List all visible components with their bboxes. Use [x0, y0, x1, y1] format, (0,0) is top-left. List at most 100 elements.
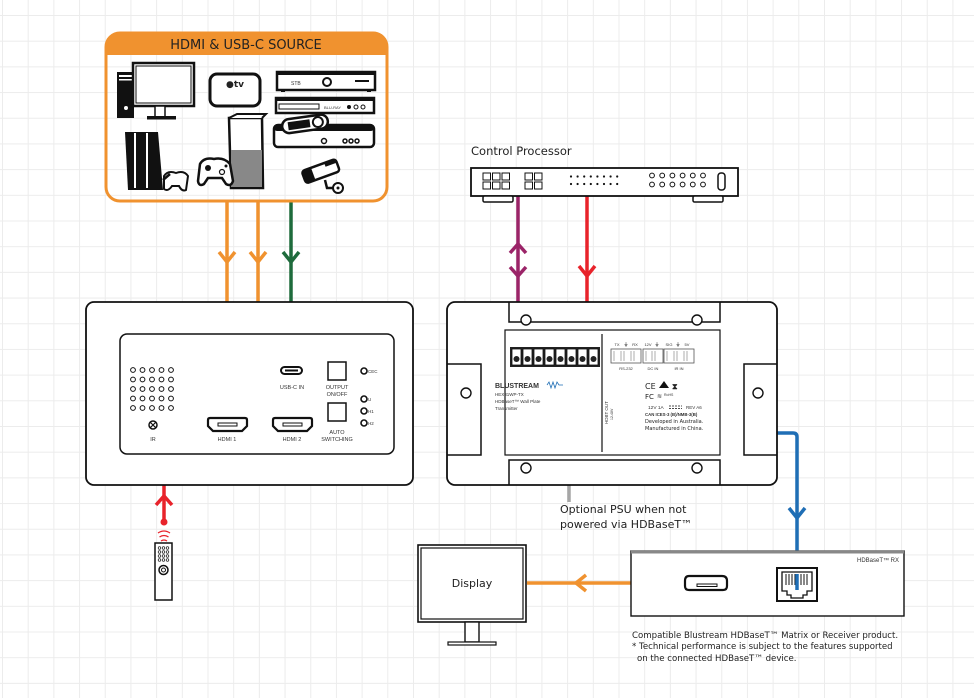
svg-text:SIG: SIG: [666, 342, 673, 347]
port-square: [524, 181, 533, 190]
receiver-hdmi-port: [683, 574, 729, 592]
svg-text:12V: 12V: [644, 342, 651, 347]
rs232-arrow-down-icon: [508, 265, 528, 279]
port-dot: [602, 182, 606, 186]
port-circle: [669, 181, 676, 188]
source-box-title: HDMI & USB-C SOURCE: [170, 38, 322, 53]
terminal-screw: [535, 356, 542, 362]
port-dot: [596, 175, 599, 178]
svg-text:REV A6: REV A6: [686, 405, 702, 410]
hdmi2-port: HDMI 2: [271, 416, 314, 443]
grille-hole: [149, 405, 155, 411]
grille-hole: [168, 395, 174, 402]
svg-text:CEC: CEC: [368, 369, 378, 374]
grille-hole: [130, 376, 136, 383]
svg-text:DC IN: DC IN: [648, 366, 659, 371]
svg-text:ON/OFF: ON/OFF: [327, 392, 348, 398]
pc-computer-icon: [117, 61, 196, 120]
grille-hole: [130, 395, 136, 402]
grille-hole: [158, 376, 165, 383]
svg-text:5V: 5V: [685, 342, 690, 347]
psu-note-line1: Optional PSU when not: [560, 503, 687, 516]
ir-remote-arrow-icon: [154, 493, 174, 507]
rs232-arrow-up-icon: [508, 241, 528, 255]
svg-text:U: U: [368, 397, 371, 402]
hdmi2-arrow-icon: [248, 250, 268, 265]
svg-text:≋: ≋: [657, 394, 662, 400]
playstation-console-icon: [125, 132, 190, 192]
remote-key: [161, 558, 166, 562]
grille-hole: [149, 386, 155, 392]
wallplate-front: IR HDMI 1 HDMI 2 USB-C IN OUTPUT ON/OFF …: [85, 301, 414, 486]
port-circle: [659, 172, 666, 179]
wallplate-back: TX ⏚ RX RS-232 12V ⏚ DC IN SIG ⏚ 5V IR I…: [446, 301, 778, 486]
terminal-screw: [568, 356, 575, 362]
blu-ray-player-icon: BLU-RAY: [274, 96, 376, 115]
svg-text:Transmitter: Transmitter: [495, 406, 518, 411]
svg-text:H1: H1: [368, 409, 374, 414]
grille-hole: [168, 386, 174, 392]
hdbaset-receiver: HDBaseT™ RX Compatible Blustream HDBaseT…: [630, 550, 905, 664]
port-dot: [569, 175, 573, 178]
port-square: [534, 181, 543, 190]
svg-text:TX: TX: [614, 342, 619, 347]
ir-in-connector: SIG ⏚ 5V IR IN: [663, 341, 695, 371]
port-dot: [576, 175, 579, 178]
svg-text:⧗: ⧗: [672, 382, 678, 391]
svg-text:12V 1A: 12V 1A: [648, 405, 665, 411]
grille-hole: [149, 395, 155, 402]
output-onoff-button[interactable]: [327, 361, 347, 381]
grille-hole: [168, 367, 174, 373]
svg-text:USB-C IN: USB-C IN: [280, 385, 304, 391]
svg-text:⏚: ⏚: [655, 341, 660, 348]
hdbaset-arrow-icon: [787, 506, 807, 521]
control-processor-ports: [482, 172, 706, 190]
set-top-box-icon: STB: [275, 70, 377, 92]
grille-hole: [168, 376, 174, 383]
port-dot: [609, 182, 612, 186]
port-circle: [700, 181, 706, 188]
port-circle: [649, 172, 655, 179]
port-dot: [616, 182, 619, 186]
svg-text:AUTO: AUTO: [329, 430, 345, 436]
receiver-note-3: on the connected HDBaseT™ device.: [637, 654, 797, 664]
port-square: [524, 172, 533, 181]
port-dot: [609, 175, 612, 178]
svg-text:OUTPUT: OUTPUT: [326, 385, 349, 391]
ir-remote: [154, 530, 173, 601]
svg-text:RS-232: RS-232: [619, 366, 633, 371]
remote-key: [165, 554, 170, 558]
svg-text:SWITCHING: SWITCHING: [321, 437, 352, 443]
svg-text:FC: FC: [645, 393, 654, 401]
port-circle: [659, 181, 666, 188]
port-dot: [576, 182, 579, 186]
svg-text:HDMI 1: HDMI 1: [218, 437, 237, 443]
hdmi1-port: HDMI 1: [206, 416, 249, 443]
port-square: [482, 181, 491, 190]
hdmi2-led: [360, 419, 368, 427]
ir-cable-endpoint: [160, 518, 168, 526]
remote-key: [161, 550, 166, 554]
status-leds: CEC U H1 H2: [360, 367, 378, 427]
svg-text:CAN ICES-3 (B)/NMB-3(B): CAN ICES-3 (B)/NMB-3(B): [645, 412, 698, 417]
svg-text:HDBT OUT: HDBT OUT: [604, 401, 609, 424]
port-square: [492, 181, 501, 190]
grille-hole: [139, 386, 146, 392]
receiver-note-2: * Technical performance is subject to th…: [632, 642, 893, 652]
port-square: [492, 172, 501, 181]
psu-note-line2: powered via HDBaseT™: [560, 518, 692, 531]
svg-text:12-48V: 12-48V: [610, 408, 614, 420]
grille-hole: [168, 405, 174, 411]
port-dot: [616, 175, 619, 178]
rs232-connector: TX ⏚ RX RS-232: [610, 341, 642, 371]
remote-keypad: [157, 546, 170, 562]
cctv-camera-icon: [301, 158, 344, 194]
port-dot: [589, 182, 592, 186]
port-circle: [679, 181, 686, 188]
port-circle: [649, 181, 655, 188]
grille-hole: [139, 395, 146, 402]
display-arrow-icon: [573, 573, 588, 593]
auto-switching-button[interactable]: [327, 402, 347, 422]
usbc-port: USB-C IN: [280, 366, 304, 391]
